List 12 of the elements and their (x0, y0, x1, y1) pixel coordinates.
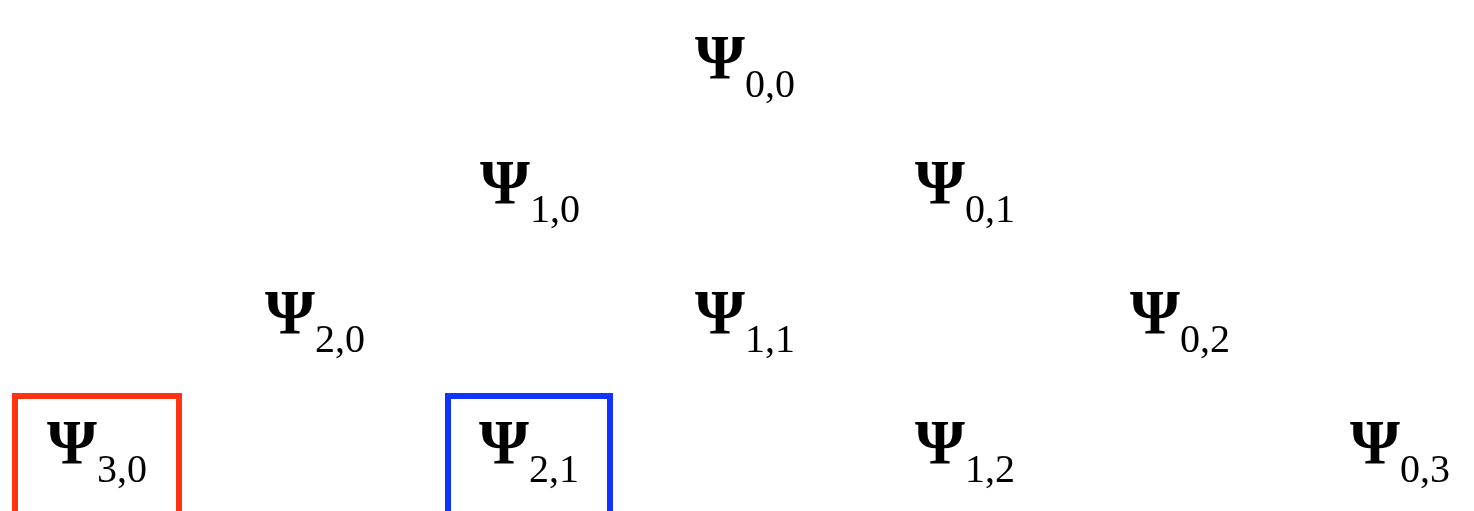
highlight-box (445, 393, 613, 511)
math-symbol: Ψ$_{1,2}$ (915, 411, 1015, 489)
math-symbol: Ψ$_{2,0}$ (265, 281, 365, 359)
math-symbol: Ψ$_{3,0}$ (47, 411, 147, 489)
highlight-box (12, 393, 182, 511)
math-symbol: Ψ$_{0,0}$ (695, 26, 795, 104)
math-symbol: Ψ$_{0,2}$ (1130, 281, 1230, 359)
math-symbol: Ψ$_{0,3}$ (1350, 411, 1450, 489)
math-symbol: Ψ$_{1,1}$ (695, 281, 795, 359)
math-symbol: Ψ$_{2,1}$ (479, 411, 579, 489)
math-symbol: Ψ$_{1,0}$ (480, 151, 580, 229)
math-symbol: Ψ$_{0,1}$ (915, 151, 1015, 229)
